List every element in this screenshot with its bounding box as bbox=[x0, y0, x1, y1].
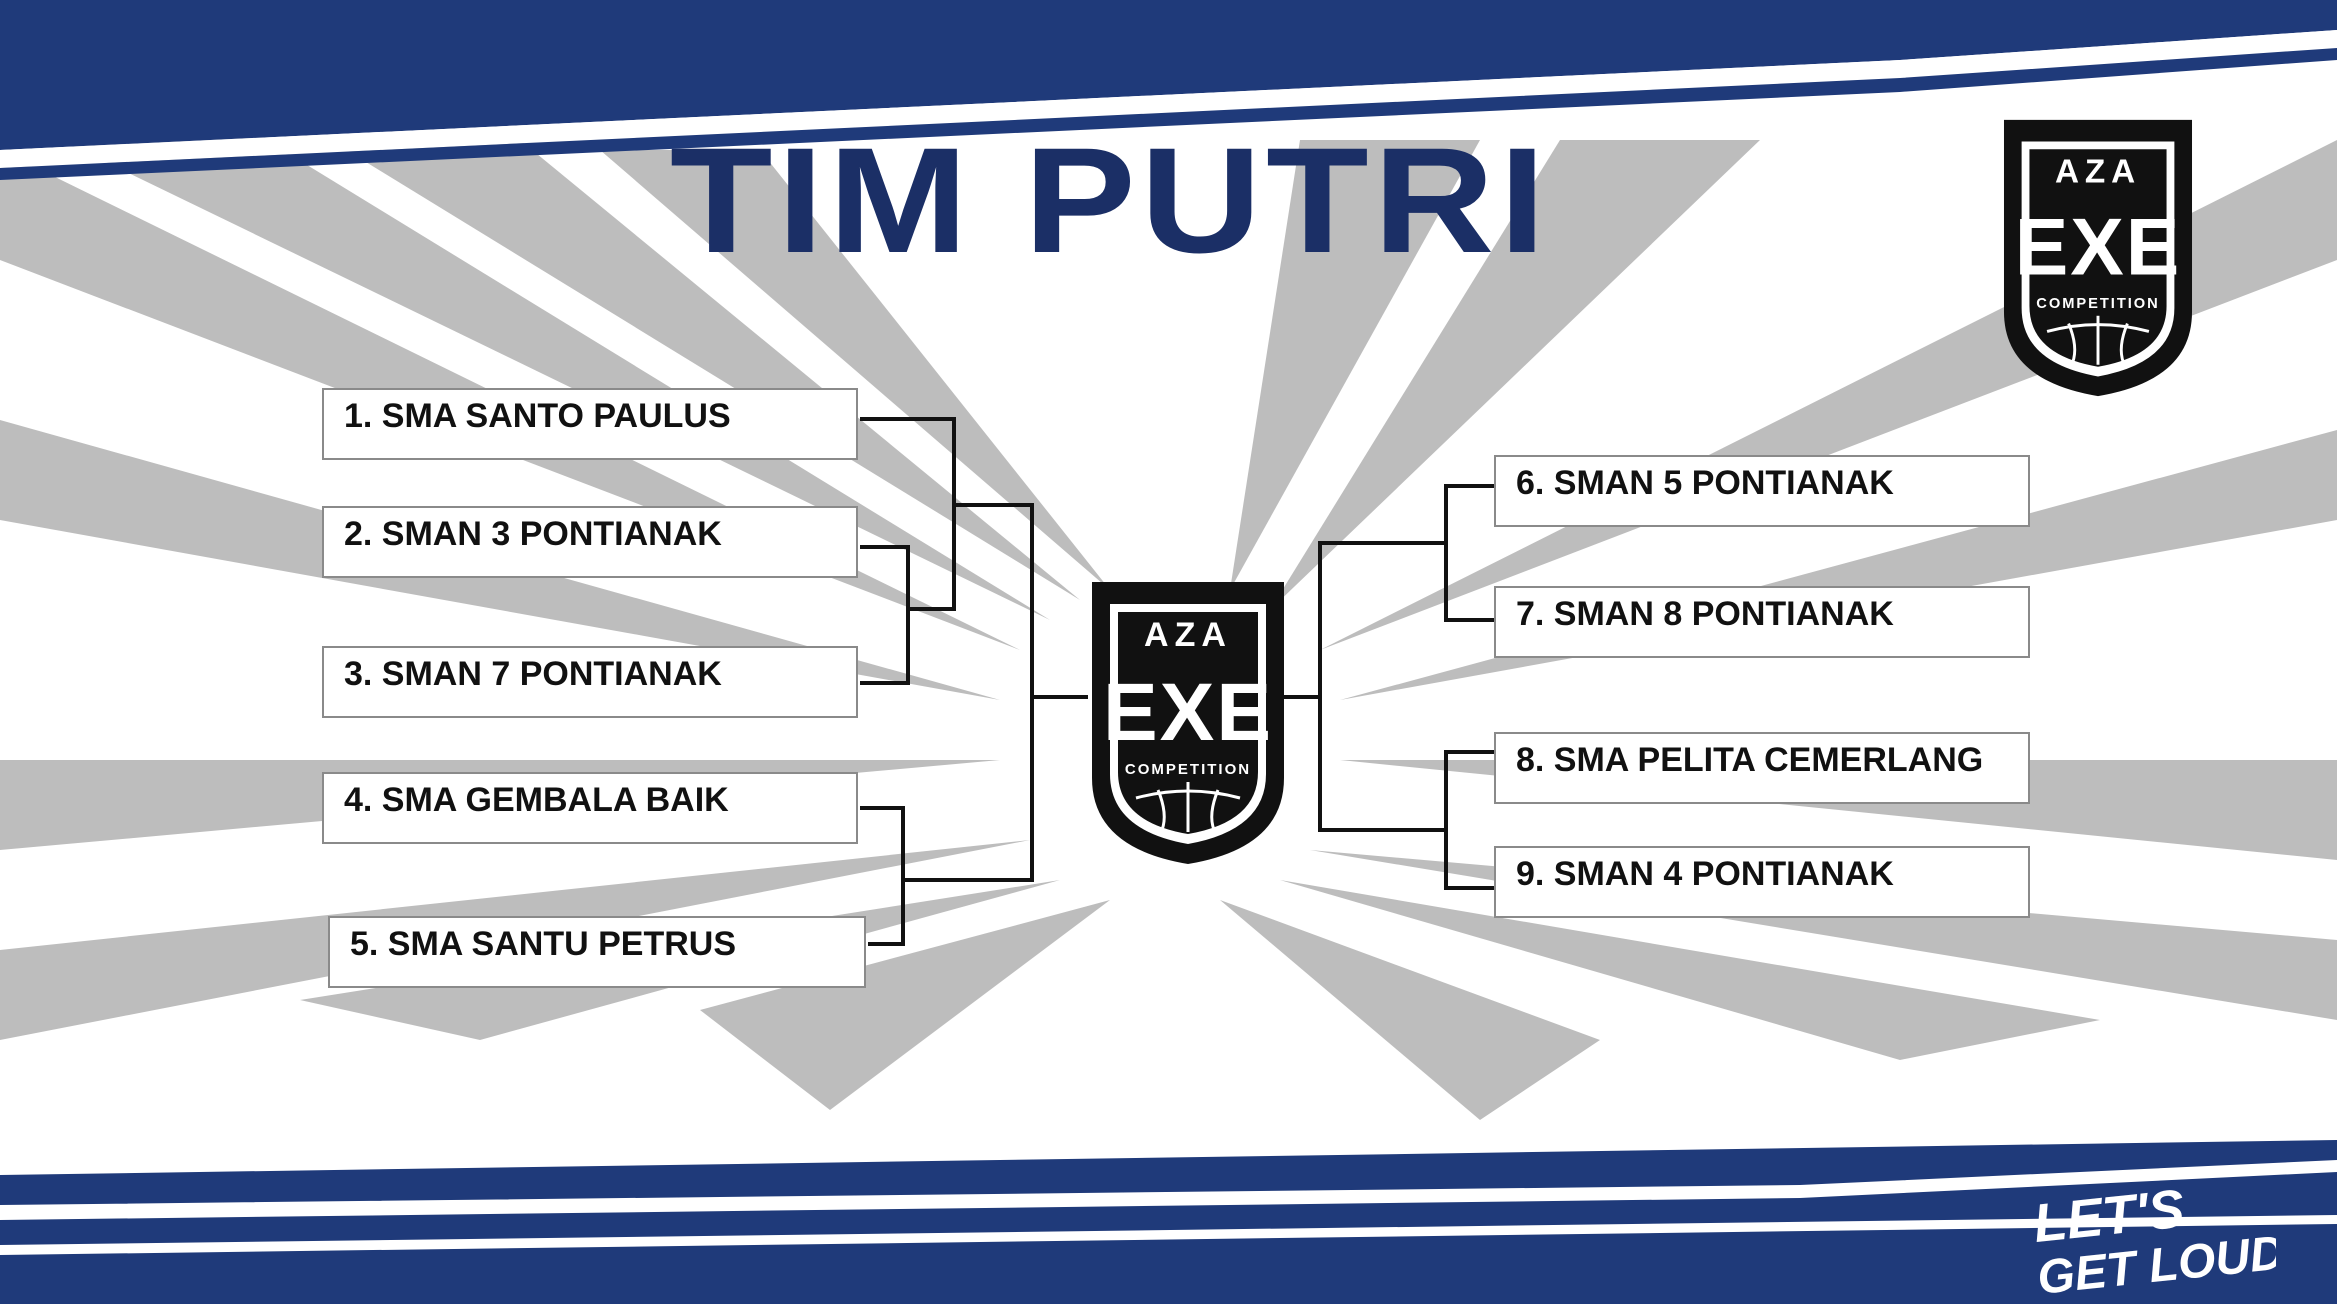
team-box-3: 3. SMAN 7 PONTIANAK bbox=[322, 646, 858, 718]
team-box-2: 2. SMAN 3 PONTIANAK bbox=[322, 506, 858, 578]
team-name: 3. SMAN 7 PONTIANAK bbox=[344, 655, 722, 693]
team-box-1: 1. SMA SANTO PAULUS bbox=[322, 388, 858, 460]
logo-competition-text: COMPETITION bbox=[2036, 296, 2159, 312]
team-box-4: 4. SMA GEMBALA BAIK bbox=[322, 772, 858, 844]
team-name: 9. SMAN 4 PONTIANAK bbox=[1516, 855, 1894, 893]
logo-exe-text: EXE bbox=[2015, 203, 2182, 293]
page-title: TIM PUTRI bbox=[669, 116, 1551, 284]
team-name: 4. SMA GEMBALA BAIK bbox=[344, 781, 729, 819]
team-box-9: 9. SMAN 4 PONTIANAK bbox=[1494, 846, 2030, 918]
lets-get-loud-slogan: LET'S GET LOUD bbox=[2031, 1179, 2276, 1298]
aza-exe-logo-center: AZA EXE COMPETITION bbox=[1092, 582, 1284, 864]
team-name: 7. SMAN 8 PONTIANAK bbox=[1516, 595, 1894, 633]
logo-exe-text: EXE bbox=[1103, 667, 1273, 758]
basketball-icon bbox=[1135, 782, 1241, 832]
team-name: 5. SMA SANTU PETRUS bbox=[350, 925, 737, 963]
aza-exe-logo-corner: AZA EXE COMPETITION bbox=[2003, 119, 2193, 397]
logo-aza-text: AZA bbox=[2055, 154, 2141, 191]
basketball-icon bbox=[2046, 315, 2150, 365]
logo-aza-text: AZA bbox=[1144, 616, 1232, 654]
team-name: 1. SMA SANTO PAULUS bbox=[344, 397, 731, 435]
team-box-7: 7. SMAN 8 PONTIANAK bbox=[1494, 586, 2030, 658]
team-name: 2. SMAN 3 PONTIANAK bbox=[344, 515, 722, 553]
team-box-8: 8. SMA PELITA CEMERLANG bbox=[1494, 732, 2030, 804]
team-name: 6. SMAN 5 PONTIANAK bbox=[1516, 464, 1894, 502]
team-box-5: 5. SMA SANTU PETRUS bbox=[328, 916, 866, 988]
team-name: 8. SMA PELITA CEMERLANG bbox=[1516, 741, 1984, 779]
team-box-6: 6. SMAN 5 PONTIANAK bbox=[1494, 455, 2030, 527]
logo-competition-text: COMPETITION bbox=[1125, 761, 1251, 778]
